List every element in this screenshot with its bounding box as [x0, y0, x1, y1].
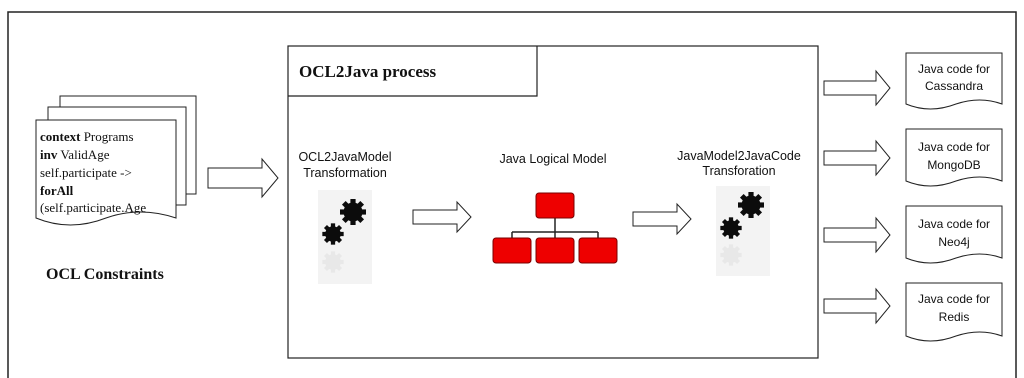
block-arrow-icon — [412, 200, 472, 234]
output-mongodb: Java code for MongoDB — [905, 128, 1003, 187]
output-cassandra-line1: Java code for — [918, 62, 990, 76]
document-icon — [905, 128, 1003, 187]
block-arrow-icon — [823, 139, 891, 177]
output-mongodb-line1: Java code for — [918, 140, 990, 154]
model-child-node-2 — [535, 237, 575, 264]
document-icon — [905, 282, 1003, 342]
output-redis-line2: Redis — [939, 310, 970, 324]
output-cassandra-line2: Cassandra — [925, 79, 983, 93]
process-title: OCL2Java process — [299, 62, 436, 81]
model-root-node — [535, 192, 575, 219]
ocl-document-stack — [35, 95, 197, 226]
ocl-constraints-caption: OCL Constraints — [46, 266, 164, 283]
block-arrow-icon — [823, 287, 891, 325]
output-neo4j: Java code for Neo4j — [905, 205, 1003, 264]
ocl-line-5: (self.participate.Age — [40, 200, 146, 215]
step2-label-line1: JavaModel2JavaCode — [677, 149, 801, 163]
output-neo4j-line1: Java code for — [918, 217, 990, 231]
step2-label-line2: Transforation — [702, 164, 775, 178]
ocl-line-3: self.participate -> — [40, 165, 132, 180]
step1-label-line1: OCL2JavaModel — [298, 150, 391, 164]
block-arrow-icon — [823, 216, 891, 254]
ocl-line-1: context Programs — [40, 129, 134, 144]
ocl-constraint-text: context Programs inv ValidAge self.parti… — [40, 129, 146, 215]
ocl-document-front — [35, 119, 177, 226]
gears-icon — [716, 186, 770, 276]
block-arrow-icon — [207, 157, 279, 199]
document-icon — [905, 52, 1003, 110]
outer-frame — [7, 11, 1017, 378]
output-redis: Java code for Redis — [905, 282, 1003, 342]
hierarchy-icon — [492, 192, 618, 264]
output-cassandra: Java code for Cassandra — [905, 52, 1003, 110]
model-child-node-1 — [492, 237, 532, 264]
output-neo4j-line2: Neo4j — [938, 235, 969, 249]
document-icon — [905, 205, 1003, 264]
ocl-line-4: forAll — [40, 183, 74, 198]
gears-icon — [318, 190, 372, 284]
block-arrow-icon — [632, 202, 692, 236]
java-logical-model-label: Java Logical Model — [499, 152, 606, 166]
output-redis-line1: Java code for — [918, 292, 990, 306]
ocl-line-2: inv ValidAge — [40, 147, 110, 162]
block-arrow-icon — [823, 69, 891, 107]
step1-label-line2: Transformation — [303, 166, 387, 180]
model-child-node-3 — [578, 237, 618, 264]
output-mongodb-line2: MongoDB — [927, 158, 980, 172]
process-title-tab — [288, 46, 538, 97]
